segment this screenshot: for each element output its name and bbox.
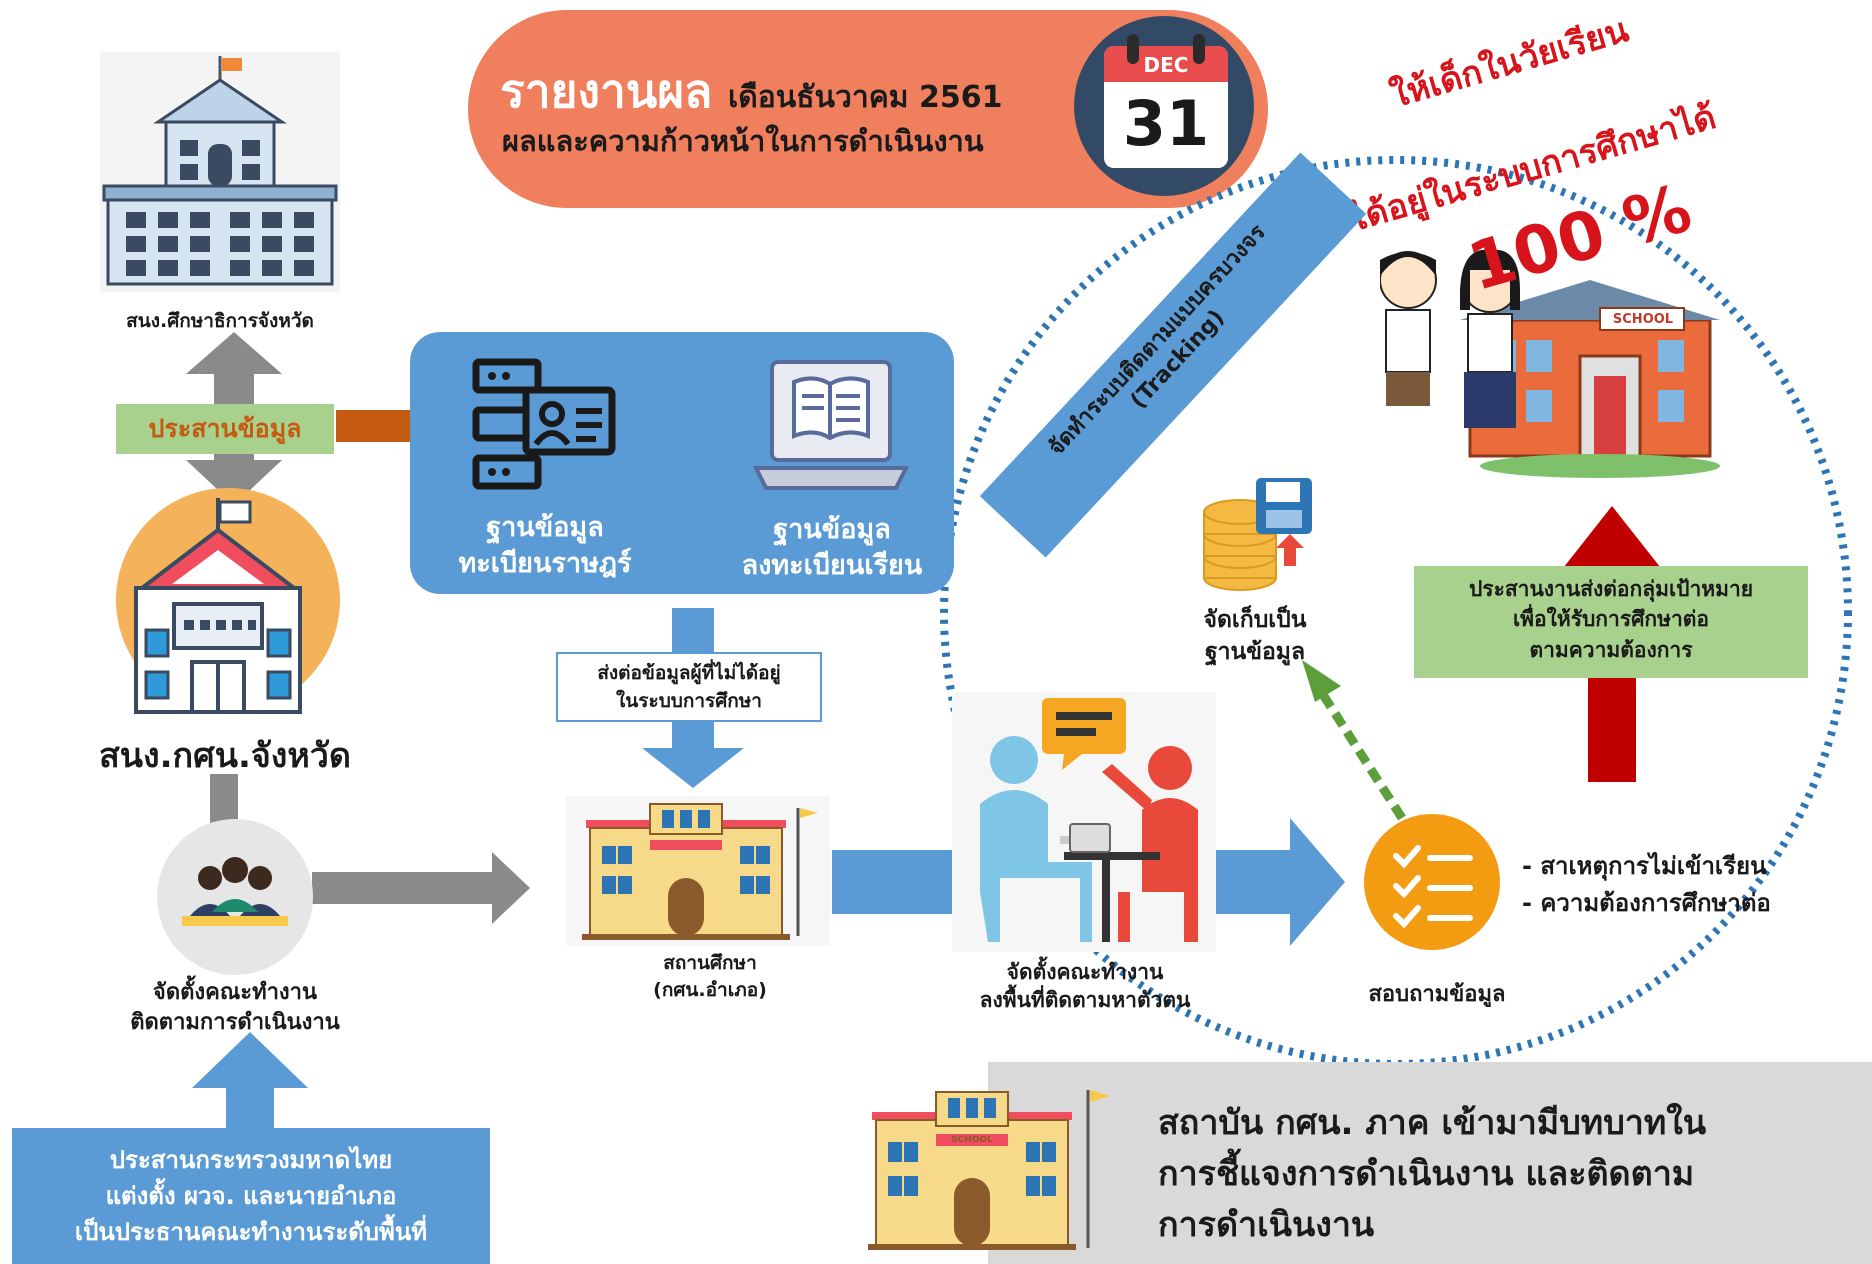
school-building-sign: SCHOOL bbox=[1612, 312, 1674, 327]
nfe-office-label: สนง.กศน.จังหวัด bbox=[99, 736, 351, 776]
calendar-page: DEC 31 bbox=[1104, 46, 1228, 168]
interior-box-line2: แต่งตั้ง ผวจ. และนายอำเภอ bbox=[105, 1182, 397, 1210]
calendar-month-bar: DEC bbox=[1104, 46, 1228, 82]
regional-institute-line3: การดำเนินงาน bbox=[1158, 1205, 1375, 1245]
interior-box-line3: เป็นประธานคณะทำงานระดับพื้นที่ bbox=[74, 1218, 428, 1246]
forward-box-line2: ในระบบการศึกษา bbox=[616, 689, 762, 712]
field-team-line1: จัดตั้งคณะทำงาน bbox=[1006, 960, 1164, 984]
working-group-line1: จัดตั้งคณะทำงาน bbox=[152, 980, 318, 1005]
institution-line2: (กศน.อำเภอ) bbox=[653, 978, 767, 1001]
store-db-line2: ฐานข้อมูล bbox=[1204, 639, 1306, 666]
calendar-ring-right-icon bbox=[1193, 34, 1205, 64]
calendar-ring-left-icon bbox=[1127, 34, 1139, 64]
regional-institute-line2: การชี้แจงการดำเนินงาน และติดตาม bbox=[1158, 1154, 1695, 1194]
nfe-connector bbox=[210, 774, 238, 824]
forward-data-box: ส่งต่อข้อมูลผู้ที่ไม่ได้อยู่ ในระบบการศึ… bbox=[556, 652, 822, 722]
regional-institute-panel bbox=[988, 1062, 1872, 1264]
report-subtitle: ผลและความก้าวหน้าในการดำเนินงาน bbox=[502, 124, 984, 158]
forward-arrow-head bbox=[642, 722, 744, 788]
forward-box-line1: ส่งต่อข้อมูลผู้ที่ไม่ได้อยู่ bbox=[597, 662, 781, 684]
working-group-team-icon bbox=[157, 819, 313, 975]
store-arrow-head bbox=[1302, 660, 1341, 702]
coordinate-target-box: ประสานงานส่งต่อกลุ่มเป้าหมาย เพื่อให้รับ… bbox=[1414, 566, 1808, 678]
civil-registry-label: ฐานข้อมูล ทะเบียนราษฎร์ bbox=[420, 510, 670, 583]
interior-up-arrow bbox=[192, 1032, 308, 1130]
tracking-cycle-circle bbox=[940, 156, 1852, 1068]
survey-label: สอบถามข้อมูล bbox=[1368, 982, 1506, 1007]
survey-checklist-icon bbox=[1364, 814, 1500, 950]
regional-institute-line1: สถาบัน กศน. ภาค เข้ามามีบทบาทใน bbox=[1158, 1103, 1707, 1143]
forward-arrow-shaft-top bbox=[672, 608, 714, 652]
store-arrow bbox=[1316, 687, 1406, 821]
report-title-line: รายงานผล เดือนธันวาคม 2561 bbox=[500, 55, 1003, 128]
field-team-label: จัดตั้งคณะทำงาน ลงพื้นที่ติดตามหาตัวตน bbox=[940, 958, 1230, 1015]
coordinate-label: ประสานข้อมูล bbox=[116, 404, 334, 454]
survey-bullet-reason: - สาเหตุการไม่เข้าเรียน bbox=[1522, 852, 1767, 880]
working-group-line2: ติดตามการดำเนินงาน bbox=[130, 1009, 340, 1035]
provincial-office-label: สนง.ศึกษาธิการจังหวัด bbox=[126, 310, 314, 332]
institution-school-icon bbox=[566, 796, 830, 946]
institution-label: สถานศึกษา (กศน.อำเภอ) bbox=[600, 950, 820, 1003]
coordinate-target-line1: ประสานงานส่งต่อกลุ่มเป้าหมาย bbox=[1468, 577, 1754, 601]
nfe-office-building-icon bbox=[116, 488, 340, 714]
working-group-arrow bbox=[312, 852, 530, 924]
civil-registry-icon bbox=[472, 358, 616, 490]
enrollment-db-line1: ฐานข้อมูล bbox=[773, 514, 891, 545]
report-month: เดือนธันวาคม 2561 bbox=[727, 80, 1003, 115]
coordinate-target-line3: ตามความต้องการ bbox=[1529, 637, 1693, 662]
regional-institute-school-icon bbox=[868, 1090, 1110, 1250]
regional-institute-sign: SCHOOL bbox=[951, 1135, 993, 1145]
survey-bullets: - สาเหตุการไม่เข้าเรียน - ความต้องการศึก… bbox=[1522, 848, 1771, 922]
enrollment-db-line2: ลงทะเบียนเรียน bbox=[741, 550, 923, 582]
enrollment-db-label: ฐานข้อมูล ลงทะเบียนเรียน bbox=[712, 512, 952, 585]
provincial-office-building-icon bbox=[100, 52, 340, 292]
interior-ministry-box: ประสานกระทรวงมหาดไทย แต่งตั้ง ผวจ. และนา… bbox=[12, 1128, 490, 1264]
report-title: รายงานผล bbox=[500, 64, 713, 118]
interior-box-line1: ประสานกระทรวงมหาดไทย bbox=[109, 1146, 393, 1174]
database-storage-icon bbox=[1203, 478, 1312, 591]
calendar-day: 31 bbox=[1122, 87, 1210, 160]
survey-bullet-need: - ความต้องการศึกษาต่อ bbox=[1522, 889, 1771, 918]
store-db-label: จัดเก็บเป็น ฐานข้อมูล bbox=[1170, 604, 1340, 668]
civil-registry-line1: ฐานข้อมูล bbox=[486, 512, 604, 543]
coordinate-target-line2: เพื่อให้รับการศึกษาต่อ bbox=[1512, 607, 1710, 632]
civil-registry-line2: ทะเบียนราษฎร์ bbox=[458, 548, 632, 580]
regional-institute-text: สถาบัน กศน. ภาค เข้ามามีบทบาทใน การชี้แจ… bbox=[1158, 1098, 1706, 1251]
school-children-illustration bbox=[1380, 249, 1720, 478]
field-team-meeting-icon bbox=[952, 692, 1216, 952]
field-team-line2: ลงพื้นที่ติดตามหาตัวตน bbox=[979, 988, 1191, 1013]
store-db-line1: จัดเก็บเป็น bbox=[1203, 607, 1307, 633]
working-group-label: จัดตั้งคณะทำงาน ติดตามการดำเนินงาน bbox=[100, 978, 370, 1037]
institution-line1: สถานศึกษา bbox=[663, 952, 757, 974]
laptop-book-icon bbox=[752, 360, 910, 490]
